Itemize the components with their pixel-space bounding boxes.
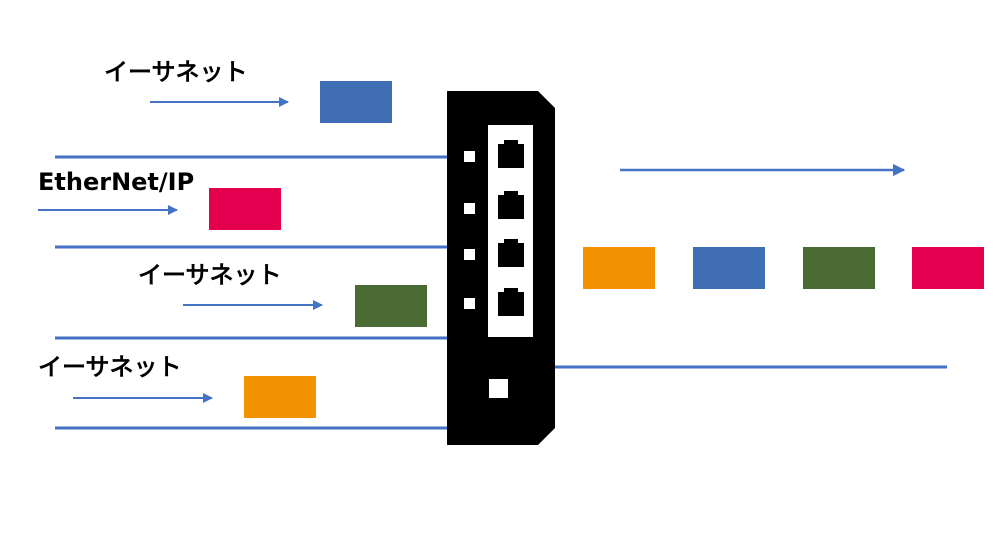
ethernet-port-icon	[498, 140, 524, 168]
led-indicator	[464, 203, 475, 214]
input-label: イーサネット	[38, 353, 182, 381]
packet-blue	[693, 247, 765, 289]
input-label: イーサネット	[138, 261, 282, 289]
network-switch-icon	[447, 91, 555, 445]
ethernet-port-icon	[498, 239, 524, 267]
uplink-port-icon	[489, 379, 508, 398]
input-stream-1: イーサネット	[55, 58, 447, 159]
input-label: イーサネット	[104, 58, 248, 86]
packet-blue	[320, 81, 392, 123]
packet-red	[209, 188, 281, 230]
packet-green	[355, 285, 427, 327]
packet-orange	[244, 376, 316, 418]
led-indicator	[464, 151, 475, 162]
input-label: EtherNet/IP	[38, 168, 194, 196]
packet-green	[803, 247, 875, 289]
ethernet-port-icon	[498, 191, 524, 219]
ethernet-port-icon	[498, 288, 524, 316]
input-stream-3: イーサネット	[55, 261, 447, 340]
input-stream-2: EtherNet/IP	[38, 168, 447, 249]
led-indicator	[464, 249, 475, 260]
input-stream-4: イーサネット	[38, 353, 447, 430]
output-stream	[555, 163, 984, 369]
packet-red	[912, 247, 984, 289]
led-indicator	[464, 298, 475, 309]
packet-orange	[583, 247, 655, 289]
